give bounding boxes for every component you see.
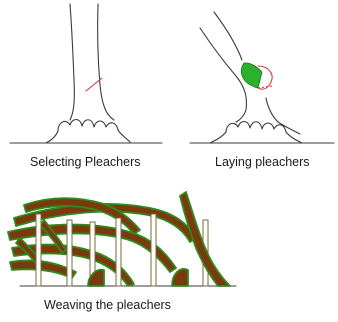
caption-weaving-pleachers: Weaving the pleachers xyxy=(44,298,171,312)
root-left xyxy=(46,131,58,143)
hinge-dashed xyxy=(258,86,272,88)
laying-pleachers-illustration xyxy=(190,12,334,143)
root-flare-right xyxy=(226,122,286,133)
stool-right-edge xyxy=(266,98,300,134)
caption-laying-pleachers: Laying pleachers xyxy=(215,155,310,169)
stake xyxy=(116,218,121,286)
stake xyxy=(36,214,41,286)
weaving-pleachers-illustration xyxy=(8,192,236,286)
stake xyxy=(67,220,72,286)
pleacher-branch xyxy=(10,260,76,278)
stem-outline-left xyxy=(70,4,74,120)
laid-stem-top xyxy=(214,12,242,60)
selecting-pleachers-illustration xyxy=(10,4,162,143)
root-left-right xyxy=(210,132,226,143)
stake xyxy=(151,214,156,286)
caption-selecting-pleachers: Selecting Pleachers xyxy=(30,155,140,169)
stem-outline-right xyxy=(98,4,114,120)
root-flare xyxy=(58,120,130,143)
laid-stem-bottom xyxy=(200,28,247,122)
cut-surface xyxy=(241,63,262,88)
stool xyxy=(172,269,188,286)
